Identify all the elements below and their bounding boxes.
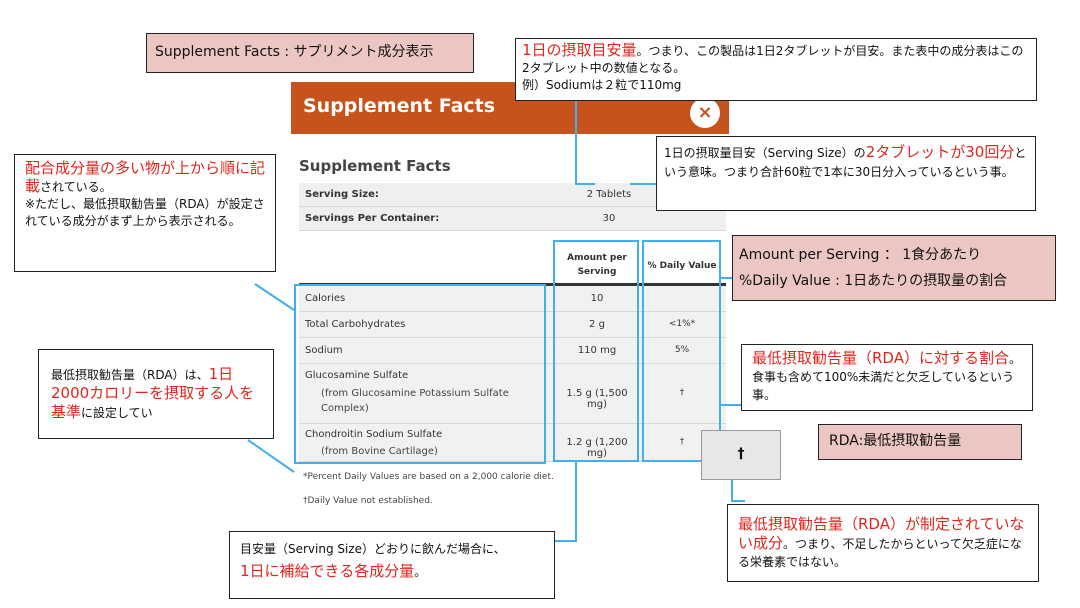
nutrient-amount: 10 <box>590 293 604 304</box>
serving-size-example: 例）Sodiumは２粒で110mg <box>522 78 682 92</box>
servings-value: 30 <box>602 213 616 224</box>
title-annotation-text: Supplement Facts : サプリメント成分表示 <box>155 44 434 60</box>
rda-percent-highlight: 最低摂取勧告量（RDA）に対する割合 <box>752 349 1009 367</box>
amount-annotation: 目安量（Serving Size）どおりに飲んだ場合に、 1日に補給できる各成分… <box>229 531 555 599</box>
nutrient-dv: † <box>679 388 685 398</box>
nutrient-source: (from Glucosamine Potassium Sulfate Comp… <box>321 388 509 414</box>
rda-definition-annotation: RDA:最低摂取勧告量 <box>818 424 1022 460</box>
order-text: されている。 <box>40 180 112 194</box>
facts-header-title: Supplement Facts <box>303 95 496 117</box>
table-row: Chondroitin Sodium Sulfate (from Bovine … <box>299 424 726 462</box>
leader-line <box>575 100 577 185</box>
order-note: ※ただし、最低摂取勧告量（RDA）が設定されている成分がまず上から表示される。 <box>25 197 265 228</box>
order-highlight: 配合成分量の多い物が上から順に記載 <box>25 159 266 195</box>
highlight-dv-column <box>642 240 721 462</box>
nutrient-name: Sodium <box>305 345 343 356</box>
serving-size-text: 。つまり、この製品は1日2タブレットが目安。また表中の成分表はこの2タブレット中… <box>522 44 1024 75</box>
rda-definition-text: RDA:最低摂取勧告量 <box>829 433 962 449</box>
nutrient-dv: 5% <box>674 345 690 355</box>
highlight-amount-column <box>553 240 639 462</box>
table-row: Total Carbohydrates 2 g <1%* <box>299 312 726 338</box>
nutrient-amount: 2 g <box>589 319 605 330</box>
nutrient-amount: 110 mg <box>577 345 617 356</box>
col-amount-header: Amount per Serving <box>567 253 627 277</box>
serving-size-label: Serving Size: <box>305 189 379 200</box>
leader-line-order <box>254 283 295 311</box>
nutrient-amount: 1.2 g (1,200 mg) <box>566 437 628 459</box>
leader-line <box>630 183 656 185</box>
rda-basis-highlight: 1日2000カロリーを摂取する人を基準 <box>51 365 255 421</box>
nutrient-dv: † <box>679 437 685 447</box>
leader-line <box>575 462 577 542</box>
dagger-symbol-box: † <box>701 430 781 480</box>
nutrient-name: Glucosamine Sulfate <box>305 370 409 381</box>
leader-line <box>731 480 733 502</box>
leader-line <box>719 386 721 406</box>
amount-per-serving-definition: Amount per Serving ： 1食分あたり <box>739 247 982 263</box>
daily-value-definition: %Daily Value : 1日あたりの摂取量の割合 <box>739 273 1008 289</box>
dagger-annotation: 最低摂取勧告量（RDA）が制定されていない成分。つまり、不足したからといって欠乏… <box>727 504 1039 582</box>
servings-row: Servings Per Container: 30 <box>299 207 726 231</box>
nutrient-source: (from Bovine Cartilage) <box>321 446 438 457</box>
leader-line <box>575 183 595 185</box>
rda-basis-annotation: 最低摂取勧告量（RDA）は、1日2000カロリーを摂取する人を基準に設定してい <box>38 349 274 439</box>
leader-line <box>553 540 577 542</box>
dagger-highlight: 最低摂取勧告量（RDA）が制定されていない成分 <box>738 515 1025 552</box>
servings-highlight: 2タブレットが30回分 <box>865 143 1015 161</box>
leader-line <box>731 500 745 502</box>
footnote-calorie: *Percent Daily Values are based on a 2,0… <box>303 472 554 482</box>
nutrient-name: Chondroitin Sodium Sulfate <box>305 429 443 440</box>
serving-size-row: Serving Size: 2 Tablets <box>299 183 726 207</box>
servings-text-pre: 1日の摂取量目安（Serving Size）の <box>664 146 866 160</box>
order-annotation: 配合成分量の多い物が上から順に記載されている。 ※ただし、最低摂取勧告量（RDA… <box>14 154 276 272</box>
servings-text-post: という意味。つまり合計60粒で1本に30日分入っているという事。 <box>664 146 1027 179</box>
footnote-dagger: †Daily Value not established. <box>303 496 433 506</box>
serving-size-annotation: 1日の摂取目安量。つまり、この製品は1日2タブレットが目安。また表中の成分表はこ… <box>515 38 1037 101</box>
nutrient-name: Calories <box>305 293 346 304</box>
leader-line-rda-basis <box>247 439 295 473</box>
highlight-nutrient-list <box>294 284 546 464</box>
title-annotation: Supplement Facts : サプリメント成分表示 <box>146 33 474 73</box>
serving-size-highlight: 1日の摂取目安量 <box>522 41 637 59</box>
table-row: Calories 10 <box>299 286 726 312</box>
column-definitions-annotation: Amount per Serving ： 1食分あたり %Daily Value… <box>732 235 1056 301</box>
serving-size-value: 2 Tablets <box>586 189 632 200</box>
close-icon[interactable]: × <box>690 98 720 128</box>
dagger-text: 。つまり、不足したからといって欠乏症になる栄養素ではない。 <box>738 537 1022 569</box>
nutrient-dv: <1%* <box>668 319 696 329</box>
amount-highlight: 1日に補給できる各成分量 <box>240 562 415 580</box>
leader-line <box>719 404 741 406</box>
amount-text-post: 。 <box>414 565 427 579</box>
amount-text-pre: 目安量（Serving Size）どおりに飲んだ場合に、 <box>240 542 506 556</box>
table-row: Glucosamine Sulfate (from Glucosamine Po… <box>299 364 726 424</box>
col-dv-header: % Daily Value <box>647 261 717 271</box>
servings-label: Servings Per Container: <box>305 213 440 224</box>
nutrient-name: Total Carbohydrates <box>305 319 406 330</box>
table-row: Sodium 110 mg 5% <box>299 338 726 364</box>
servings-annotation: 1日の摂取量目安（Serving Size）の2タブレットが30回分という意味。… <box>656 136 1036 211</box>
rda-basis-text-pre: 最低摂取勧告量（RDA）は、 <box>51 368 209 382</box>
rda-percent-annotation: 最低摂取勧告量（RDA）に対する割合。食事も含めて100%未満だと欠乏していると… <box>741 344 1033 411</box>
rda-basis-text-post: に設定してい <box>81 406 153 420</box>
facts-heading: Supplement Facts <box>299 157 451 175</box>
dagger-symbol: † <box>737 446 745 462</box>
nutrient-amount: 1.5 g (1,500 mg) <box>566 388 628 410</box>
leader-line <box>720 277 732 279</box>
rda-percent-text: 。食事も含めて100%未満だと欠乏しているという事。 <box>752 352 1021 402</box>
